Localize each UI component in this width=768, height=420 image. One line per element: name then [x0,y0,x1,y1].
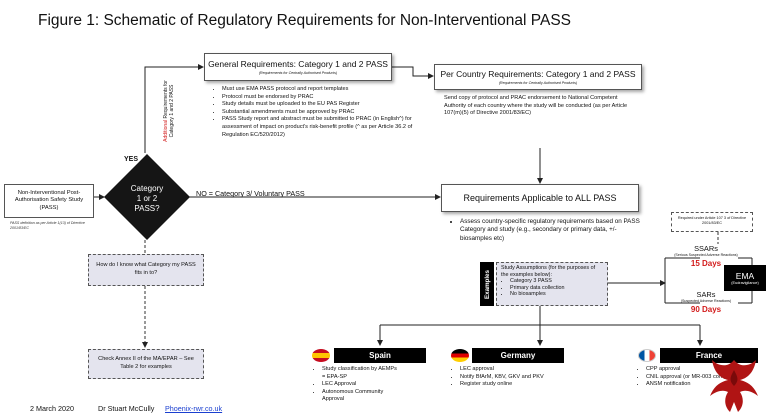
general-bullets: Must use EMA PASS protocol and report te… [212,86,414,139]
ssars-sub: (Serious Suspected Adverse Reactions) [674,253,738,257]
france-requirements: CPP approvalCNIL approval (or MR-003 com… [636,366,746,389]
ssars-label: SSARs [694,244,718,253]
ssars-days: 15 Days [690,259,722,268]
arrow-yes-to-general [144,64,204,153]
assumption-item: Category 3 PASS [510,278,603,285]
no-label: NO = Category 3/ Voluntary PASS [196,189,305,198]
all-box-title: Requirements Applicable to ALL PASS [463,193,617,203]
germany-requirements: LEC approvalNotify BfArM, KBV, GKV and P… [450,366,570,389]
country-box-title: Per Country Requirements: Category 1 and… [440,69,636,79]
country-header-france: France [660,348,758,363]
category-question-box: How do I know what Category my PASS fits… [88,254,204,286]
diamond-line3: PASS? [134,204,160,213]
check-annex-box: Check Annex II of the MA/EPAR – See Tabl… [88,349,204,379]
page-title: Figure 1: Schematic of Regulatory Requir… [38,12,571,29]
spain-requirement-item: Autonomous Community Approval [322,389,400,404]
arrow-general-to-country [392,66,434,79]
general-requirement-item: PASS Study report and abstract must be s… [222,116,414,139]
france-requirement-item: ANSM notification [646,381,746,389]
assumptions-list: Category 3 PASSPrimary data collectionNo… [501,278,603,298]
general-requirement-item: Protocol must be endorsed by PRAC [222,94,414,102]
france-requirement-item: CNIL approval (or MR-003 compliance) [646,374,746,382]
niss-note: PASS definition as per Article 1(13) of … [10,221,85,230]
country-name-germany: Germany [500,351,536,360]
all-requirement-item: Assess country-specific regulatory requi… [460,218,650,243]
footer-date: 2 March 2020 [30,404,74,413]
all-bullet-list: Assess country-specific regulatory requi… [450,218,650,243]
required-note-box: Required under Article 107 3 of Directiv… [671,212,753,232]
country-box-sub: (Requirements for Centrally Authorised P… [498,81,578,85]
question-text: How do I know what Category my PASS fits… [96,262,196,276]
additional-requirements-note: Additional Requirements for Category 1 a… [163,72,175,150]
phoenix-logo [706,356,762,414]
general-requirements-box: General Requirements: Category 1 and 2 P… [204,53,392,81]
study-assumptions-box: Study Assumptions (for the purposes of t… [496,262,608,306]
niss-box: Non-Interventional Post-Authorisation Sa… [4,184,94,218]
country-text: Send copy of protocol and PRAC endorseme… [444,95,628,117]
spain-requirement-item: Study classification by AEMPs = EPA-SP [322,366,400,381]
france-requirement-item: CPP approval [646,366,746,374]
general-requirement-item: Must use EMA PASS protocol and report te… [222,86,414,94]
examples-label-box: Examples [480,262,494,306]
required-note-text: Required under Article 107 3 of Directiv… [677,216,747,225]
spain-flag-icon [312,349,330,362]
footer-author: Dr Stuart McCully [98,404,155,413]
spain-list: Study classification by AEMPs = EPA-SPLE… [312,366,400,404]
per-country-box: Per Country Requirements: Category 1 and… [434,64,642,90]
germany-requirement-item: LEC approval [460,366,570,374]
spain-requirements: Study classification by AEMPs = EPA-SPLE… [312,366,400,404]
general-box-title: General Requirements: Category 1 and 2 P… [208,59,388,69]
general-box-sub: (Requirements for Centrally Authorised P… [258,71,338,75]
germany-requirement-item: Register study online [460,381,570,389]
category-decision-diamond: Category 1 or 2 PASS? [104,154,190,240]
germany-requirement-item: Notify BfArM, KBV, GKV and PKV [460,374,570,382]
ema-box: EMA (Eudravigilance) [724,265,766,291]
footer-link[interactable]: Phoenix-rwr.co.uk [165,404,223,413]
diamond-line1: Category [130,184,164,193]
check-text: Check Annex II of the MA/EPAR – See Tabl… [98,356,194,370]
assumption-item: No biosamples [510,291,603,298]
country-header-germany: Germany [472,348,564,363]
sars-label: SARs [696,290,716,299]
germany-flag-icon [451,349,469,362]
assumption-item: Primary data collection [510,285,603,292]
diamond-line2: 1 or 2 [136,194,158,203]
france-flag-icon [638,349,656,362]
assumptions-header: Study Assumptions (for the purposes of t… [501,265,596,278]
all-bullets: Assess country-specific regulatory requi… [450,218,650,243]
sars-sub: (Suspected Adverse Reactions) [680,299,732,303]
sars-days: 90 Days [690,305,722,314]
ema-sub: (Eudravigilance) [731,281,759,285]
country-header-spain: Spain [334,348,426,363]
general-bullet-list: Must use EMA PASS protocol and report te… [212,86,414,139]
ssars-group: SSARs (Serious Suspected Adverse Reactio… [666,244,746,268]
country-name-france: France [695,351,723,360]
spain-requirement-item: LEC Approval [322,381,400,389]
all-pass-box: Requirements Applicable to ALL PASS [441,184,639,212]
country-name-spain: Spain [369,351,391,360]
sars-group: SARs (Suspected Adverse Reactions) 90 Da… [666,290,746,314]
diamond-shape [104,154,190,240]
ema-label: EMA [735,271,755,281]
niss-box-text: Non-Interventional Post-Authorisation Sa… [14,190,84,211]
phoenix-icon [710,360,758,412]
germany-list: LEC approvalNotify BfArM, KBV, GKV and P… [450,366,570,389]
general-requirement-item: Substantial amendments must be approved … [222,109,414,117]
yes-label: YES [124,156,139,163]
france-list: CPP approvalCNIL approval (or MR-003 com… [636,366,746,389]
examples-label: Examples [483,269,491,299]
general-requirement-item: Study details must be uploaded to the EU… [222,101,414,109]
